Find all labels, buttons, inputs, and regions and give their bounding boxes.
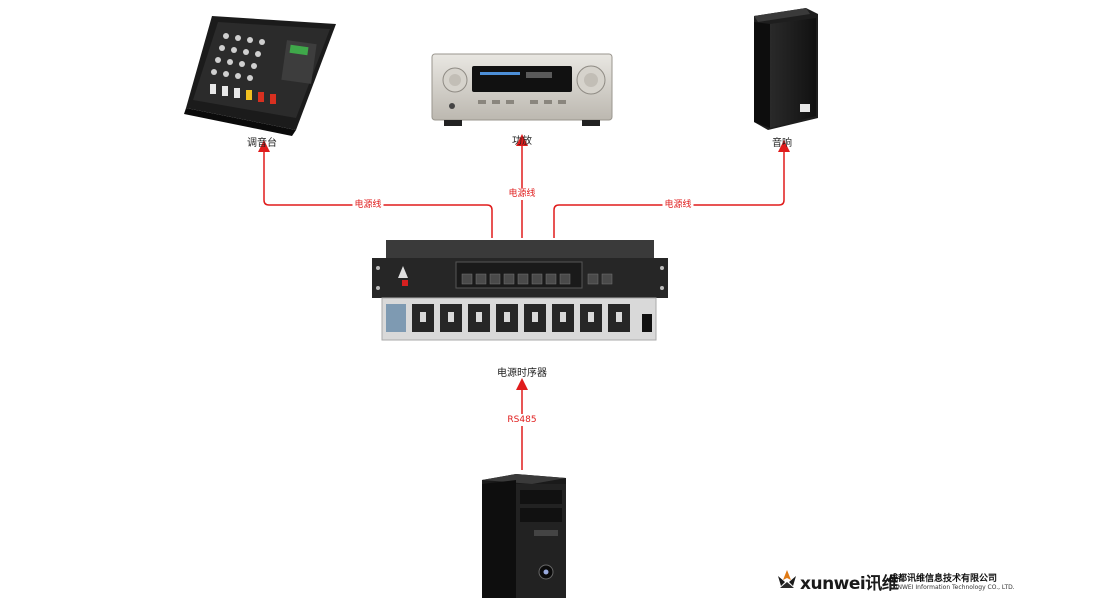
mixer-icon [184,16,336,136]
speaker-icon [754,8,818,130]
edge-power-speaker [553,140,790,238]
logo-company-name: 成都讯维信息技术有限公司 [889,574,998,584]
edge-label-rs485: RS485 [505,414,539,426]
mixer-label: 调音台 [247,138,277,149]
power-sequencer-icon [372,240,668,341]
sequencer-label: 电源时序器 [497,368,547,379]
edge-label-amplifier: 电源线 [506,188,538,200]
amplifier-icon [431,53,613,126]
edge-power-mixer [258,140,493,238]
speaker-label: 音响 [772,138,792,149]
logo-mark-icon [778,570,796,588]
logo-company-name-en: XUNWEI Information Technology CO., LTD. [889,584,1015,591]
company-logo: xunwei讯维 成都讯维信息技术有限公司 XUNWEI Information… [776,566,1016,596]
computer-icon [482,474,566,598]
amplifier-label: 功放 [512,136,532,147]
edge-label-mixer: 电源线 [352,199,384,211]
edge-label-speaker: 电源线 [662,199,694,211]
logo-brand: xunwei讯维 [800,574,899,594]
